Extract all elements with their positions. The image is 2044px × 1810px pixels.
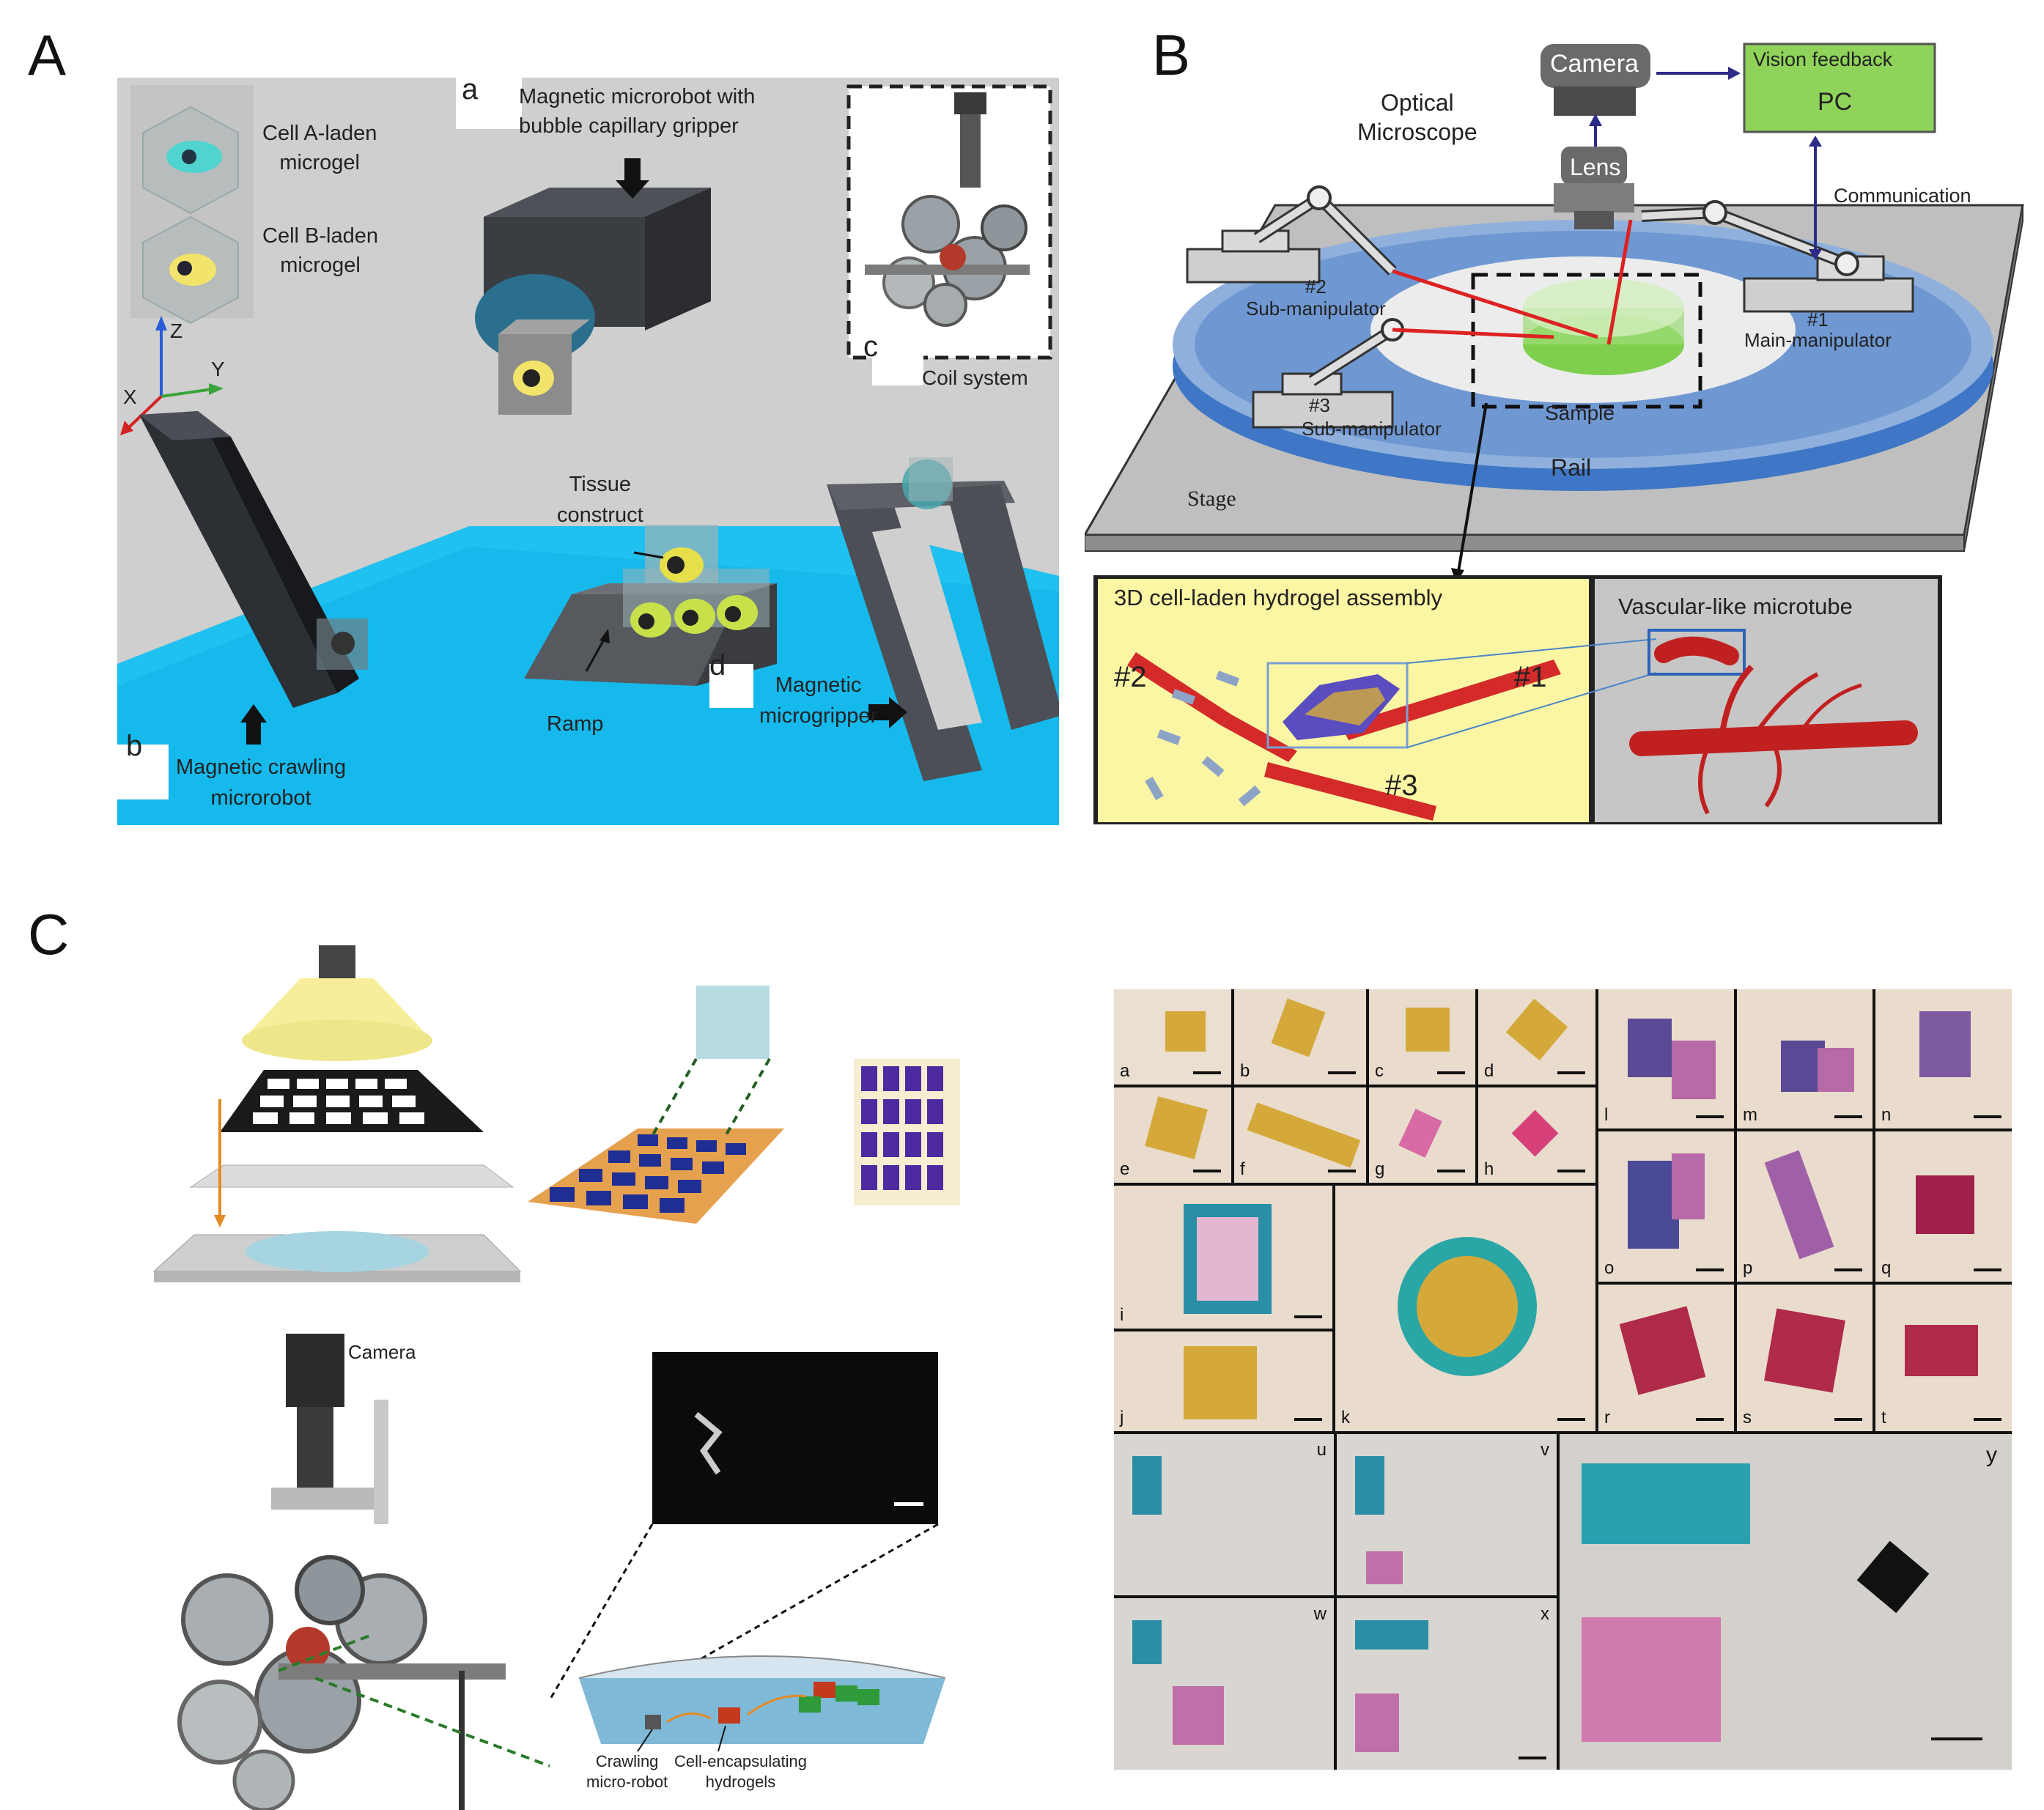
tile-u: u bbox=[1114, 1434, 1334, 1595]
sub-label-d: d bbox=[709, 649, 726, 681]
tile-d: d bbox=[1478, 989, 1595, 1085]
tile-s: s bbox=[1737, 1285, 1873, 1431]
panel-c-left: Camera Crawling micro-robot Cell-encapsu… bbox=[139, 945, 975, 1810]
label-manipulator-2-inset: #2 bbox=[1114, 661, 1147, 693]
axis-x-label: X bbox=[123, 385, 137, 408]
panel-letter-a: A bbox=[28, 23, 67, 87]
label-tissue-construct: Tissue construct bbox=[557, 473, 643, 527]
sub-label-a: a bbox=[462, 78, 479, 106]
tile-i: i bbox=[1114, 1186, 1332, 1329]
tile-g: g bbox=[1369, 1087, 1475, 1183]
label-lens: Lens bbox=[1570, 154, 1621, 180]
label-vascular-title: Vascular-like microtube bbox=[1618, 594, 1853, 619]
label-rail: Rail bbox=[1551, 454, 1592, 481]
tile-o: o bbox=[1598, 1131, 1734, 1282]
label-cell-a: Cell A-laden microgel bbox=[262, 122, 377, 174]
tile-w: w bbox=[1114, 1598, 1334, 1770]
label-communication: Communication bbox=[1834, 185, 1971, 207]
label-manipulator-1-inset: #1 bbox=[1514, 661, 1547, 693]
axis-y-label: Y bbox=[211, 358, 225, 380]
label-manipulator-3-inset: #3 bbox=[1385, 769, 1418, 802]
tile-y: y bbox=[1560, 1434, 2012, 1770]
label-crawling-microrobot: Magnetic crawling microrobot bbox=[176, 756, 347, 810]
label-ramp: Ramp bbox=[547, 712, 604, 736]
tile-r: r bbox=[1598, 1285, 1734, 1431]
label-sample: Sample bbox=[1545, 402, 1615, 424]
panel-letter-c: C bbox=[28, 902, 70, 967]
label-stage: Stage bbox=[1187, 487, 1236, 511]
tile-k: k bbox=[1335, 1186, 1595, 1431]
label-sub-manipulator-3: Sub-manipulator bbox=[1302, 418, 1442, 440]
tile-b: b bbox=[1234, 989, 1366, 1085]
tile-p: p bbox=[1737, 1131, 1873, 1282]
label-pc: PC bbox=[1818, 88, 1853, 116]
label-cell-b: Cell B-laden microgel bbox=[262, 224, 378, 277]
label-magnetic-microgripper: Magnetic microgripper bbox=[759, 673, 878, 728]
label-sub-manipulator-3-num: #3 bbox=[1309, 394, 1330, 416]
tile-n: n bbox=[1875, 989, 2012, 1129]
tile-m: m bbox=[1737, 989, 1873, 1129]
label-main-manipulator-1: #1 Main-manipulator bbox=[1744, 309, 1892, 351]
label-optical-microscope: Optical Microscope bbox=[1357, 89, 1477, 145]
tile-v: v bbox=[1337, 1434, 1557, 1595]
label-microrobot-gripper: Magnetic microrobot with bubble capillar… bbox=[519, 85, 756, 138]
tile-q: q bbox=[1875, 1131, 2012, 1282]
panel-b: Camera Lens Optical Microscope Vision fe… bbox=[1085, 29, 2030, 828]
tile-j: j bbox=[1114, 1331, 1332, 1431]
label-crawling-micro-robot: Crawling micro-robot bbox=[586, 1752, 668, 1791]
panel-c-illustration bbox=[152, 945, 960, 1810]
panel-c-right: a b c d e f g h l m n o p q r s t i j k … bbox=[1114, 989, 2012, 1770]
label-camera-c: Camera bbox=[348, 1341, 416, 1363]
label-camera: Camera bbox=[1550, 50, 1639, 78]
tile-t: t bbox=[1875, 1285, 2012, 1431]
label-coil-system: Coil system bbox=[922, 366, 1028, 389]
tile-x: x bbox=[1337, 1598, 1557, 1770]
label-assembly-title: 3D cell-laden hydrogel assembly bbox=[1114, 585, 1443, 610]
sub-label-b: b bbox=[126, 730, 143, 762]
tile-c: c bbox=[1369, 989, 1475, 1085]
label-sub-manipulator-2: #2 Sub-manipulator bbox=[1246, 276, 1386, 319]
panel-letter-b: B bbox=[1152, 23, 1191, 87]
sub-label-c: c bbox=[863, 330, 878, 363]
axis-z-label: Z bbox=[170, 319, 183, 342]
label-vision-feedback: Vision feedback bbox=[1753, 48, 1893, 70]
label-cell-encapsulating: Cell-encapsulating hydrogels bbox=[674, 1752, 807, 1791]
panel-a-illustration bbox=[117, 78, 1059, 825]
tile-f: f bbox=[1234, 1087, 1366, 1183]
tile-a: a bbox=[1114, 989, 1231, 1085]
tile-l: l bbox=[1598, 989, 1734, 1129]
panel-b-illustration bbox=[1085, 43, 2024, 824]
panel-a: a c d b Cell A-laden microgel Cell B-lad… bbox=[117, 78, 1059, 825]
tile-h: h bbox=[1478, 1087, 1595, 1183]
tile-e: e bbox=[1114, 1087, 1231, 1183]
